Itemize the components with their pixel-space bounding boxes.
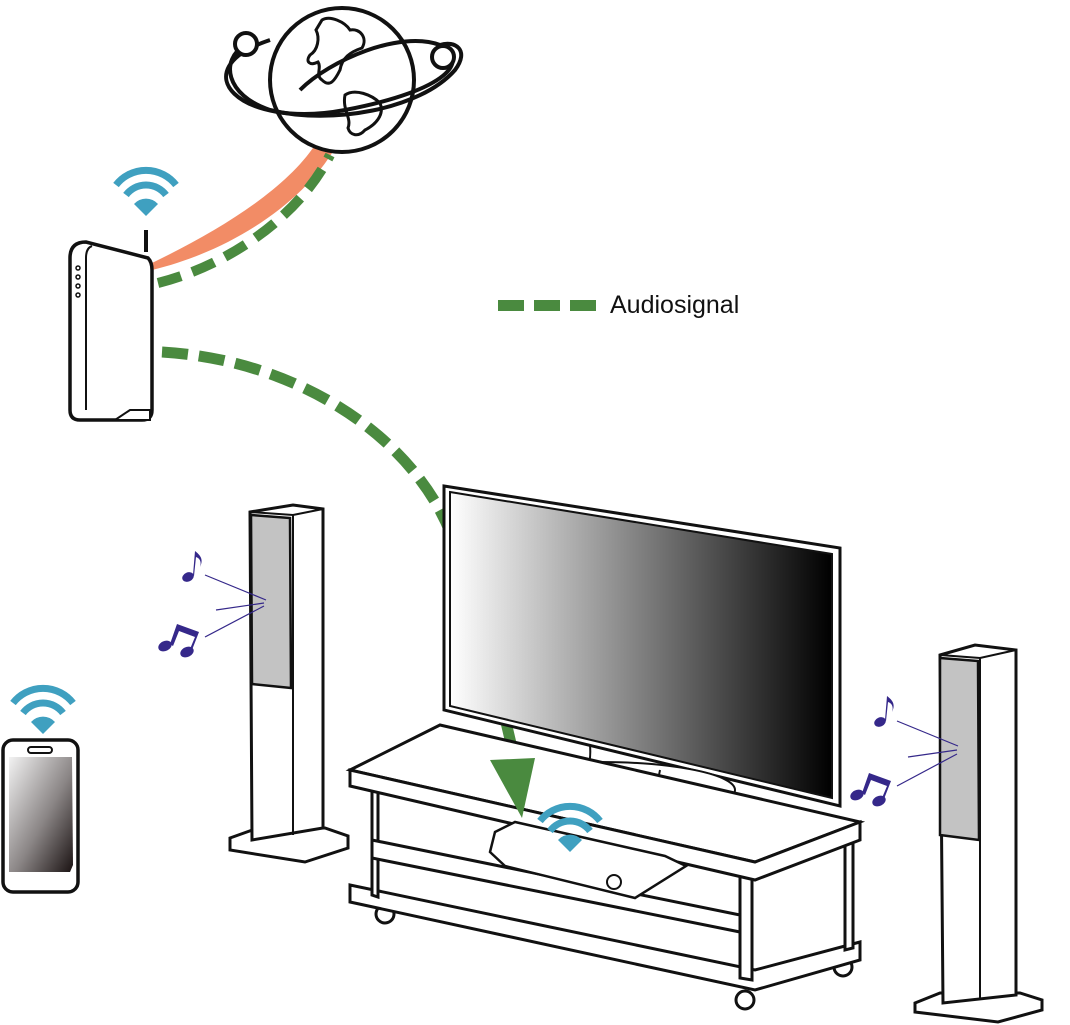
music-note-icon: [180, 551, 202, 584]
speaker-right: [913, 643, 1044, 1024]
legend: Audiosignal: [498, 288, 739, 322]
globe-icon: [224, 6, 464, 154]
audio-signal-path-internet: [156, 152, 335, 288]
music-note-icon: [872, 696, 894, 729]
music-notes-icon: [848, 773, 891, 809]
audio-signal-legend-swatch: [498, 299, 596, 311]
router-icon: [68, 170, 176, 422]
av-receiver-icon: [488, 806, 689, 900]
router-wifi-icon: [116, 170, 176, 216]
smartphone-wifi-icon: [13, 688, 73, 734]
speaker-left: [228, 503, 350, 864]
internet-link: [152, 145, 335, 270]
music-notes-right: [848, 696, 959, 809]
smartphone-icon: [1, 688, 80, 894]
legend-label: Audiosignal: [610, 290, 740, 319]
music-notes-icon: [156, 624, 199, 660]
audio-signal-arrowhead: [490, 758, 535, 818]
music-notes-left: [156, 551, 267, 660]
tv-stand-icon: [345, 723, 866, 1011]
